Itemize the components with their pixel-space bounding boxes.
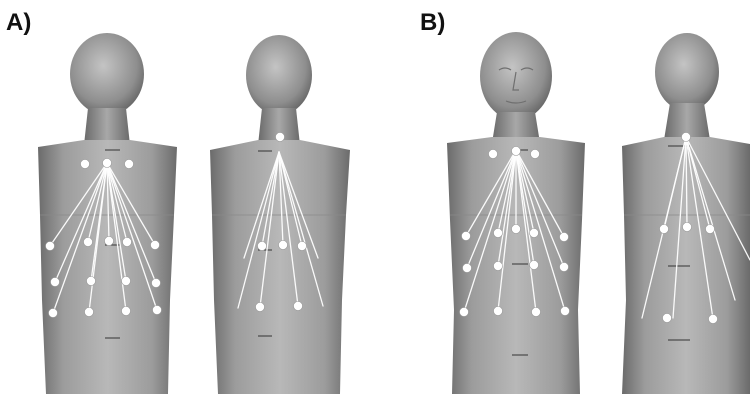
mannequin-a-back bbox=[210, 35, 350, 394]
panel-label-a: A) bbox=[6, 9, 31, 36]
mannequin-a-front bbox=[38, 33, 177, 394]
mannequin-b-back bbox=[622, 33, 750, 394]
mannequin-b-front bbox=[447, 32, 585, 394]
panel-label-b: B) bbox=[420, 9, 445, 36]
